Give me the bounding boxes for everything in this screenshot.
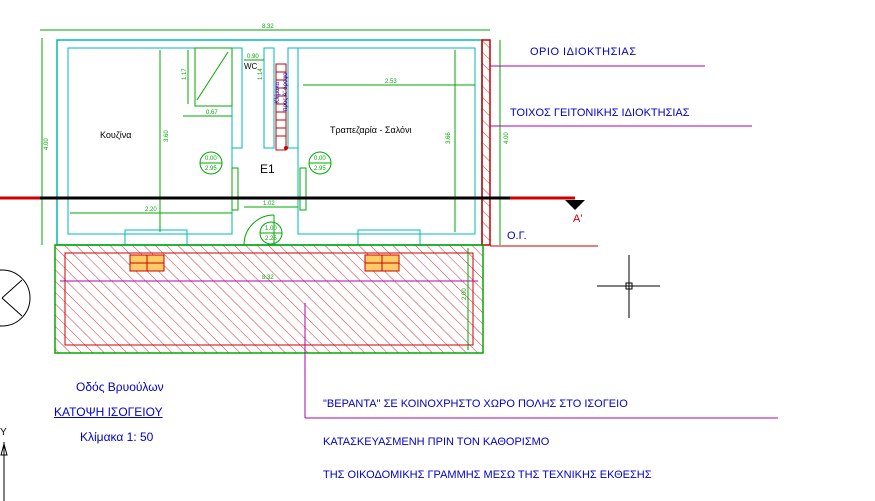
building-outline [56,39,483,246]
left-dimension: 4.00 [41,38,50,245]
dining-depth-dim: 3.66 [446,132,452,144]
leaders [304,65,778,419]
height-left-dim: 4.00 [44,138,50,150]
stair-side-dim: 1.14 [258,68,264,80]
kitchen-label: Κουζίνα [100,130,132,140]
level-mark-left: 0.00 2.95 [199,151,223,175]
level-right-top: 0.00 [314,156,326,162]
dining-label: Τραπεζαρία - Σαλόνι [330,125,412,135]
inner-dimensions: 2.53 3.66 3.60 2.20 0.67 1.17 0.90 1.14 … [70,50,475,232]
compass-icon [0,269,31,327]
total-width-dim: 8.32 [262,24,274,30]
stairs-label-line2: προς Α' όροφο [282,72,289,112]
level-mark-right: 0.00 2.95 [308,151,332,175]
neighbor-wall-label: ΤΟΙΧΟΣ ΓΕΙΤΟΝΙΚΗΣ ΙΔΙΟΚΤΗΣΙΑΣ [510,107,690,119]
height-right-dim: 4.00 [504,132,510,144]
level-left-top: 0.00 [205,156,217,162]
plan-title: ΚΑΤΟΨΗ ΙΣΟΓΕΙΟΥ [54,405,163,419]
stairs-label: Κλίμακα προς Α' όροφο [275,72,289,112]
dining-width-dim: 2.53 [385,79,397,85]
level-entry-bottom: 2.25 [265,236,277,242]
scale-label: Κλίμακα 1: 50 [80,430,154,444]
level-left-bottom: 2.95 [205,166,217,172]
level-mark-entry: 1.00 2.25 [259,221,283,245]
axis-y-label: Y [0,427,7,438]
building-line-label: Ο.Γ. [507,230,527,242]
staircase: Κλίμακα προς Α' όροφο [275,63,289,151]
street-label: Οδός Βρυούλων [76,380,164,394]
wc-side-dim: 1.17 [182,68,188,80]
veranda: 8.32 2.00 [54,244,484,354]
section-mark-label: Α' [573,213,582,225]
wc-label: WC [244,62,258,71]
note-line-3: ΤΗΣ ΟΙΚΟΔΟΜΙΚΗΣ ΓΡΑΜΜΗΣ ΜΕΣΩ ΤΗΣ ΤΕΧΝΙΚΗ… [323,469,652,481]
stairs-label-line1: Κλίμακα [275,81,281,103]
level-right-bottom: 2.95 [314,166,326,172]
note-line-1: "ΒΕΡΑΝΤΑ" ΣΕ ΚΟΙΝΟΧΡΗΣΤΟ ΧΩΡΟ ΠΟΛΗΣ ΣΤΟ … [323,398,628,410]
entrance-label: Ε1 [260,162,275,176]
neighbor-wall: 4.00 [481,39,510,246]
property-limit-label: ΟΡΙΟ ΙΔΙΟΚΤΗΣΙΑΣ [530,46,637,58]
section-line: Α' [0,196,585,225]
veranda-width-dim: 8.32 [262,275,274,281]
wc-top-dim: 0.90 [247,54,259,60]
top-dimension: 8.32 [40,24,490,31]
note-line-2: ΚΑΤΑΣΚΕΥΑΣΜΕΝΗ ΠΡΙΝ ΤΟΝ ΚΑΘΟΡΙΣΜΟ [323,436,550,448]
kitchen-depth-dim: 3.60 [164,130,170,142]
y-axis-icon: Y [0,427,8,501]
level-entry-top: 1.00 [265,226,277,232]
kitchen-width-dim: 2.20 [145,207,157,213]
crosshair-cursor-icon [597,255,660,318]
kitchen-small-dim: 0.67 [206,110,218,116]
veranda-depth-dim: 2.00 [462,288,468,300]
passage-dim: 1.02 [263,201,275,207]
